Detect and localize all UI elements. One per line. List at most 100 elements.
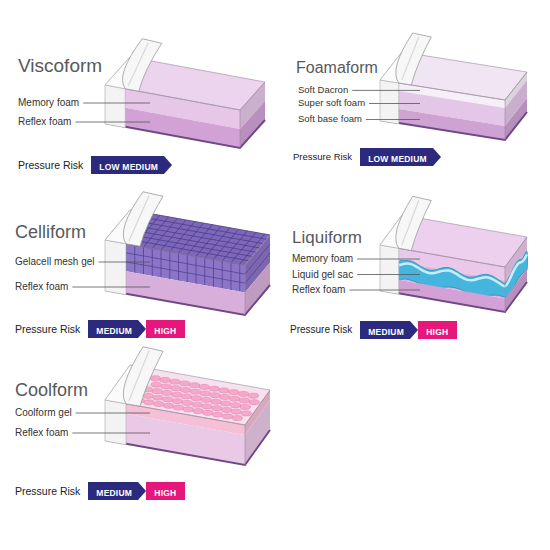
cover-end xyxy=(380,80,399,124)
risk-label: Pressure Risk xyxy=(290,324,352,336)
risk-level-box: HIGH xyxy=(146,482,185,500)
cooling-gel-cell xyxy=(189,383,199,388)
cushion-illustration xyxy=(105,347,270,465)
product-title: Liquiform xyxy=(292,228,362,248)
cooling-gel-cell xyxy=(199,384,209,389)
risk-level-text: HIGH xyxy=(426,323,448,341)
cooling-gel-cell xyxy=(171,386,181,391)
cooling-gel-cell xyxy=(221,401,231,406)
edge-line xyxy=(505,267,506,312)
layer-label: Reflex foam xyxy=(15,427,68,439)
cooling-gel-cell xyxy=(191,396,201,401)
cooling-gel-cell xyxy=(238,391,248,396)
cushion-illustration xyxy=(105,192,270,315)
risk-level-text: MEDIUM xyxy=(96,322,132,340)
cover-flap xyxy=(396,33,431,85)
gel-mesh-line xyxy=(147,218,266,239)
risk-label: Pressure Risk xyxy=(15,485,80,497)
cooling-gel-cell xyxy=(164,403,174,408)
cooling-gel-cell xyxy=(201,397,211,402)
edge-line xyxy=(245,425,246,465)
edge-line xyxy=(505,100,506,140)
risk-level-box: HIGH xyxy=(146,320,185,338)
cover-shade xyxy=(402,37,419,80)
cooling-gel-cell xyxy=(182,400,192,405)
risk-label: Pressure Risk xyxy=(18,159,83,171)
risk-level-arrow: LOW MEDIUM xyxy=(91,156,172,174)
gel-mesh-line xyxy=(196,256,197,284)
cooling-gel-cell xyxy=(172,399,182,404)
layer-label: Reflex foam xyxy=(15,281,68,293)
cooling-gel-cell xyxy=(192,402,202,407)
cover-shade xyxy=(129,351,149,401)
layer-label: Coolform gel xyxy=(15,407,72,419)
cooling-gel-cell xyxy=(212,406,222,411)
cooling-gel-cell xyxy=(240,404,250,409)
gel-mesh-line xyxy=(151,214,270,235)
layer-label: Soft base foam xyxy=(298,114,362,125)
risk-level-box: HIGH xyxy=(418,321,457,339)
cover-end xyxy=(105,400,126,445)
cooling-gel-cell xyxy=(190,389,200,394)
cooling-gel-cell xyxy=(203,410,213,415)
cooling-gel-cell xyxy=(220,394,230,399)
risk-label: Pressure Risk xyxy=(15,323,80,335)
cushion-illustration xyxy=(105,39,265,148)
risk-level-text: LOW MEDIUM xyxy=(99,158,158,176)
cooling-gel-cell xyxy=(154,402,164,407)
gel-mesh-line xyxy=(231,263,232,291)
leader-line xyxy=(72,433,150,434)
cooling-gel-cell xyxy=(230,403,240,408)
layer-label: Liquid gel sac xyxy=(292,269,353,281)
cover-end xyxy=(105,85,125,128)
cooling-gel-cell xyxy=(181,394,191,399)
edge-line xyxy=(240,110,241,148)
layer-label: Memory foam xyxy=(292,253,353,265)
cooling-gel-cell xyxy=(161,384,171,389)
gel-mesh-line xyxy=(239,264,240,292)
cover-shade xyxy=(128,43,148,86)
gel-mesh-line xyxy=(222,261,223,289)
cooling-gel-cell xyxy=(200,391,210,396)
cooling-gel-cell xyxy=(183,407,193,412)
cooling-gel-cell xyxy=(239,398,249,403)
cooling-gel-cell xyxy=(150,376,160,381)
cooling-gel-cell xyxy=(232,416,242,421)
gel-mesh-line xyxy=(213,259,214,287)
cooling-gel-cell xyxy=(163,397,173,402)
gel-mesh-line xyxy=(134,245,135,272)
cooling-gel-cell xyxy=(153,395,163,400)
cooling-gel-cell xyxy=(231,409,241,414)
cooling-gel-cell xyxy=(160,377,170,382)
risk-label: Pressure Risk xyxy=(293,152,352,163)
cooling-gel-cell xyxy=(180,381,190,386)
cover-flap xyxy=(396,196,431,250)
cooling-gel-cell xyxy=(229,396,239,401)
cover-shade xyxy=(129,196,149,241)
gel-mesh-line xyxy=(204,258,205,286)
cooling-gel-cell xyxy=(202,404,212,409)
cooling-gel-cell xyxy=(249,400,259,405)
cover-flap xyxy=(123,192,163,247)
risk-level-text: MEDIUM xyxy=(96,484,132,502)
risk-level-arrow: MEDIUM xyxy=(88,482,146,500)
cooling-gel-cell xyxy=(248,393,258,398)
risk-level-text: HIGH xyxy=(154,322,176,340)
risk-level-arrow: LOW MEDIUM xyxy=(360,148,441,166)
cover-shade xyxy=(402,200,419,245)
cooling-gel-cell xyxy=(170,379,180,384)
leader-line xyxy=(83,103,150,104)
cover-flap xyxy=(123,347,163,407)
leader-line xyxy=(98,262,150,263)
edge-line xyxy=(245,265,246,315)
gel-mesh-line xyxy=(161,250,162,278)
risk-level-arrow: MEDIUM xyxy=(360,321,418,339)
cooling-gel-cell xyxy=(143,393,153,398)
layer-label: Reflex foam xyxy=(292,284,345,296)
product-title: Celliform xyxy=(15,222,86,243)
cooling-gel-cell xyxy=(172,392,182,397)
risk-level-text: LOW MEDIUM xyxy=(368,150,427,168)
